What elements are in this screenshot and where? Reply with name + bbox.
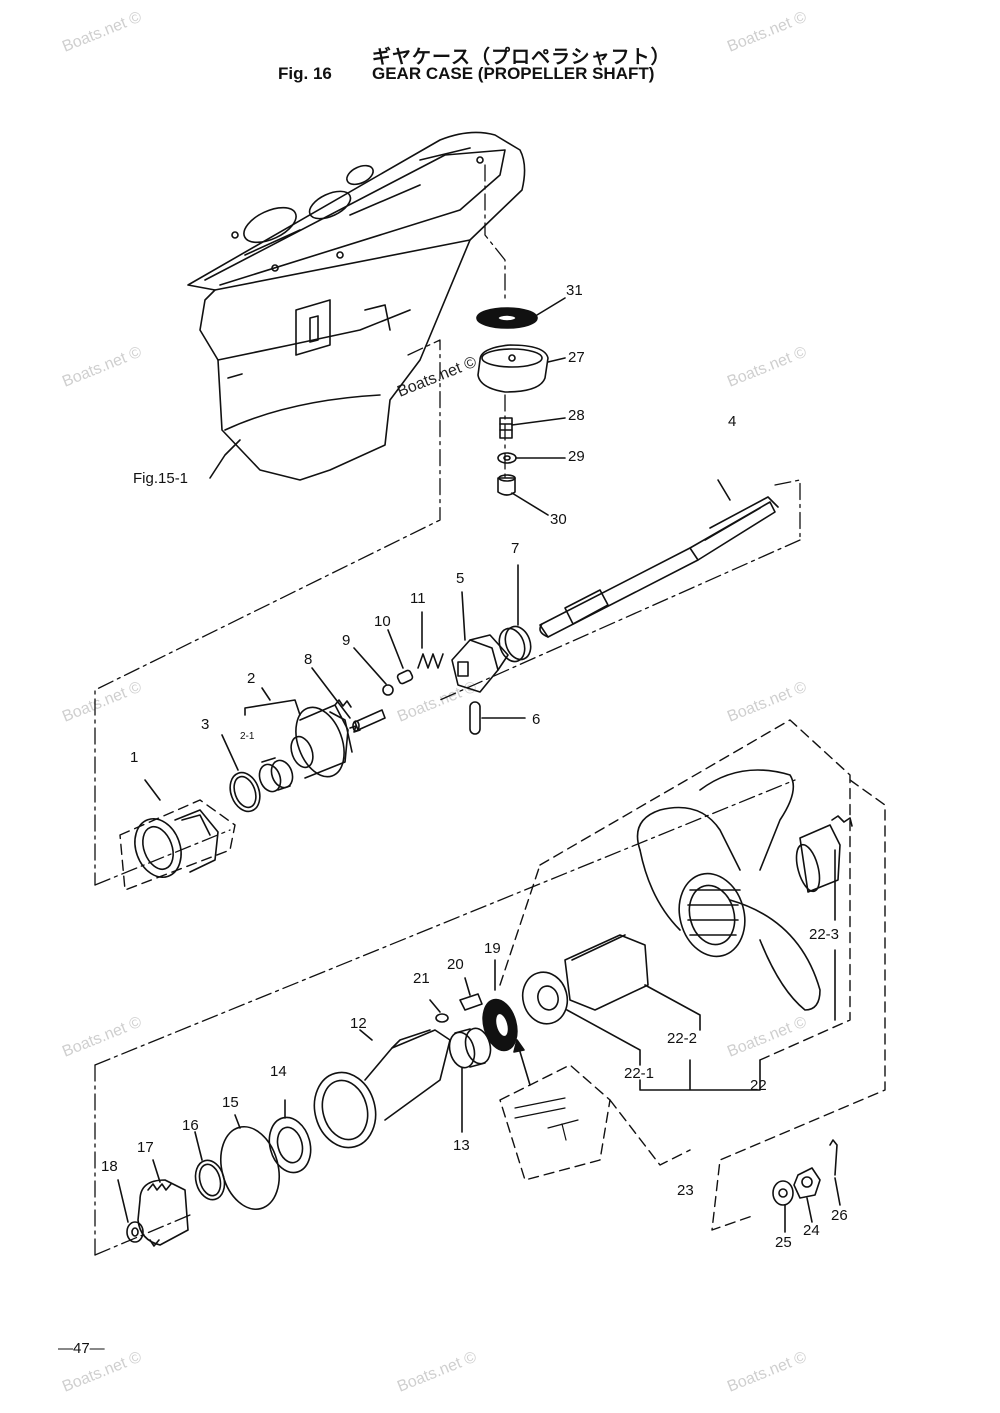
callout-23: 23 (677, 1182, 694, 1199)
part-12-bearing-housing (313, 1029, 451, 1149)
part-20-bolt (459, 977, 483, 1011)
part-27-anode (477, 344, 566, 393)
callout-31: 31 (566, 282, 583, 299)
callout-5: 5 (456, 570, 465, 587)
part-7-ring (498, 564, 532, 663)
part-1-bearing (134, 779, 219, 878)
callout-2: 2 (247, 670, 256, 687)
callout-12: 12 (350, 1015, 367, 1032)
callout-22: 22 (750, 1077, 767, 1094)
reference-lines (94, 164, 801, 1256)
callout-24: 24 (803, 1222, 820, 1239)
part-22-3-spline-bushing (795, 815, 853, 1021)
callout-30: 30 (550, 511, 567, 528)
part-24-nut (793, 1167, 821, 1223)
part-22-bracket (639, 1059, 761, 1091)
part-2-forward-gear (244, 687, 361, 779)
callout-6: 6 (532, 711, 541, 728)
callout-4: 4 (728, 413, 737, 430)
part-2-1-bearing (258, 757, 294, 793)
part-5-clutch (451, 591, 509, 693)
callout-3: 3 (201, 716, 210, 733)
part-9-ball (353, 647, 394, 696)
part-17-reverse-gear (137, 1159, 189, 1247)
callout-29: 29 (568, 448, 585, 465)
callout-20: 20 (447, 956, 464, 973)
callout-28: 28 (568, 407, 585, 424)
callout-14: 14 (270, 1063, 287, 1080)
part-18-washer (117, 1179, 144, 1243)
callout-22-1: 22-1 (624, 1065, 655, 1082)
part-15-o-ring (220, 1114, 280, 1211)
gear-case-housing (187, 131, 526, 481)
part-28-bolt (499, 417, 566, 439)
part-6-pin (469, 701, 526, 735)
part-26-cotter-pin (829, 1139, 841, 1206)
part-3-shim (221, 734, 261, 813)
title-english: GEAR CASE (PROPELLER SHAFT) (372, 64, 655, 83)
part-22-2-spacer (564, 934, 701, 1031)
callout-25: 25 (775, 1234, 792, 1251)
callout-19: 19 (484, 940, 501, 957)
callout-13: 13 (453, 1137, 470, 1154)
figure-number: Fig. 16 (278, 64, 332, 83)
propeller-group-box (119, 719, 886, 1231)
part-19-seal (482, 959, 518, 1052)
part-30-cap (497, 474, 549, 516)
callout-8: 8 (304, 651, 313, 668)
callout-17: 17 (137, 1139, 154, 1156)
callout-7: 7 (511, 540, 520, 557)
callout-10: 10 (374, 613, 391, 630)
part-29-washer (497, 452, 566, 464)
callout-26: 26 (831, 1207, 848, 1224)
part-4-propeller-shaft (539, 479, 779, 638)
callout-2-1: 2-1 (240, 731, 255, 742)
title-japanese: ギヤケース（プロペラシャフト） (372, 46, 671, 68)
part-16-shim (194, 1131, 226, 1201)
callout-18: 18 (101, 1158, 118, 1175)
part-8-push-rod (311, 667, 386, 732)
callout-22-3: 22-3 (809, 926, 840, 943)
callout-1: 1 (130, 749, 139, 766)
fig15-leader (209, 439, 241, 479)
part-11-spring (417, 611, 444, 669)
part-25-washer (772, 1180, 794, 1233)
detail-parts (514, 1097, 579, 1141)
callout-22-2: 22-2 (667, 1030, 698, 1047)
callout-21: 21 (413, 970, 430, 987)
callout-15: 15 (222, 1094, 239, 1111)
callout-9: 9 (342, 632, 351, 649)
page-number: —47— (58, 1340, 105, 1357)
part-22-propeller (636, 769, 821, 1011)
callout-11: 11 (410, 590, 426, 607)
part-21-washer (429, 999, 449, 1023)
install-arrow (513, 1039, 531, 1086)
part-22-1-thrust-washer (521, 971, 641, 1066)
callout-27: 27 (568, 349, 585, 366)
part-31-shim (476, 297, 566, 329)
part-13-bearing (448, 1027, 492, 1133)
part-10-pin (387, 629, 414, 685)
callout-16: 16 (182, 1117, 199, 1134)
callout-fig15-1: Fig.15-1 (133, 470, 189, 487)
part-14-bearing (268, 1099, 312, 1174)
